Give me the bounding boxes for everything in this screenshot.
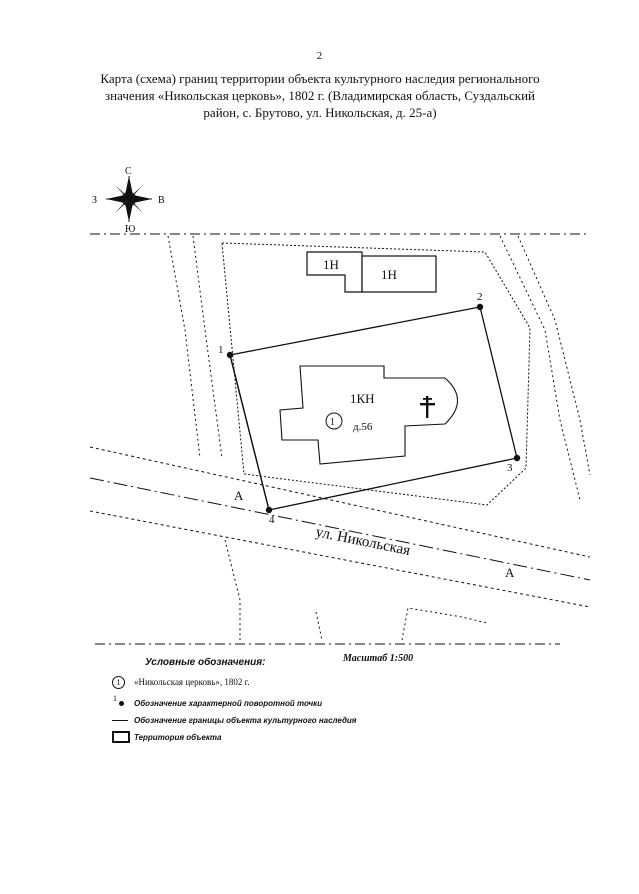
boundary-point-4 [265,506,273,514]
church-house-number: д.56 [353,421,373,433]
map-scale: Масштаб 1:500 [343,653,414,664]
street-edge-south [89,510,591,608]
legend-item-territory: Территория объекта [112,730,221,744]
legend-territory-text: Территория объекта [134,732,222,742]
legend-boundary-line-icon [112,719,128,721]
parcel-outline-left [167,235,201,459]
legend-item-point: 1 Обозначение характерной поворотной точ… [112,694,323,710]
church-label: 1КН [350,391,375,406]
building-1n-left [306,251,363,293]
parcel-outline-south-right [315,611,323,641]
boundary-diagonal [229,354,270,511]
title-line-1: Карта (схема) границ территории объекта … [100,71,540,86]
boundary-point-4-label: 4 [269,514,275,526]
street-edge-north [89,446,591,558]
boundary-point-2 [476,303,484,311]
building-1n-right [361,255,437,293]
street-name-label: ул. Никольская [314,524,411,559]
orthodox-cross-icon [420,396,435,418]
boundary-point-1-label: 1 [218,344,224,356]
zone-label-a-right: А [505,565,515,580]
church-marker-circle [325,412,343,430]
church-marker-number: 1 [330,417,335,428]
compass-east-label: В [158,195,165,206]
parcel-outline-south-left [224,539,241,640]
title-line-3: район, с. Брутово, ул. Никольская, д. 25… [203,105,437,120]
boundary-point-1 [226,351,234,359]
legend-item-object: 1 «Никольская церковь», 1802 г. [112,675,250,689]
parcel-outline-south-mid [401,607,488,641]
legend-title: Условные обозначения: [145,657,266,668]
page-number: 2 [316,50,323,62]
zone-label-a-left: А [234,488,244,503]
compass-south-label: Ю [125,224,135,235]
legend-object-marker-icon: 1 [112,675,125,689]
title-line-2: значения «Никольская церковь», 1802 г. (… [105,88,535,103]
legend-object-text: «Никольская церковь», 1802 г. [134,677,250,687]
boundary-point-2-label: 2 [477,291,483,303]
parcel-outline-right-inner [517,235,591,476]
legend-boundary-text: Обозначение границы объекта культурного … [134,715,357,725]
building-1n-right-label: 1Н [381,267,397,282]
street-centerline [89,477,591,581]
parcel-outline-right [499,235,581,501]
boundary-point-3-label: 3 [507,462,513,474]
compass-north-label: С [125,166,132,177]
legend-point-text: Обозначение характерной поворотной точки [134,698,323,708]
church-footprint [279,365,459,465]
map-title: Карта (схема) границ территории объекта … [70,70,570,121]
boundary-point-3 [513,454,521,462]
compass-rose-icon [106,176,152,222]
parcel-outline-left-inner [192,235,223,459]
building-1n-left-label: 1Н [323,257,339,272]
compass-west-label: З [92,195,97,206]
legend-item-boundary: Обозначение границы объекта культурного … [112,713,357,727]
legend-territory-rect-icon [112,731,130,743]
legend-point-icon: 1 [112,694,126,709]
